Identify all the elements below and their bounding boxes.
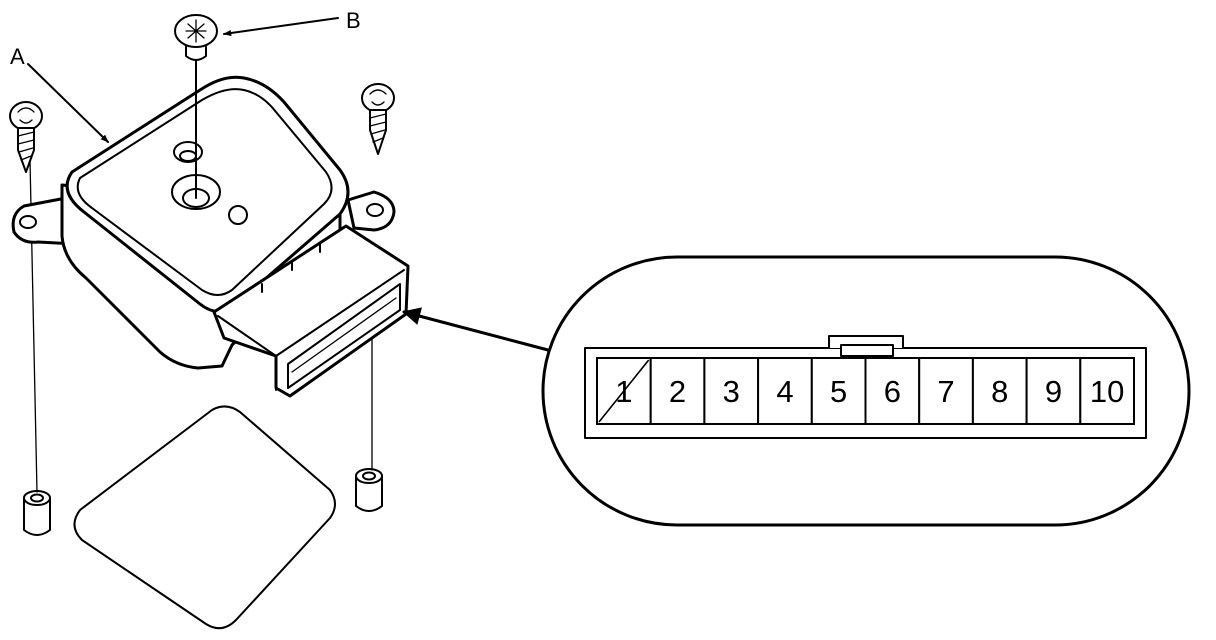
pin-cell-9: 9 — [1025, 357, 1082, 425]
srs-unit — [11, 75, 410, 398]
leader-a — [27, 63, 109, 143]
pin-number-6: 6 — [884, 374, 901, 409]
pin-number-4: 4 — [776, 374, 793, 409]
screw-right — [361, 83, 395, 155]
pin-cell-4: 4 — [757, 357, 813, 425]
pin-cell-7: 7 — [918, 357, 974, 425]
pin-cell-10: 10 — [1079, 357, 1136, 425]
pin-number-8: 8 — [991, 374, 1008, 409]
pin-number-10: 10 — [1090, 374, 1124, 409]
pin-cell-5: 5 — [810, 357, 867, 425]
pin-number-3: 3 — [723, 374, 740, 409]
pin-number-5: 5 — [830, 374, 847, 409]
screw-b — [174, 14, 218, 199]
detail-arrow — [402, 307, 550, 352]
pin-cell-1: 1 — [596, 357, 652, 425]
pin-cell-8: 8 — [971, 357, 1028, 425]
pin-cell-3: 3 — [703, 357, 760, 425]
leader-b — [223, 17, 339, 37]
pin-cell-6: 6 — [864, 357, 921, 425]
unused-pin-slash — [598, 359, 650, 423]
pin-cell-2: 2 — [649, 357, 706, 425]
label-a: A — [10, 44, 25, 69]
pin-number-2: 2 — [669, 374, 686, 409]
connector-detail-view: 1 2 3 4 5 6 7 8 9 10 — [541, 255, 1191, 527]
pin-number-1: 1 — [615, 374, 632, 409]
screw-left — [9, 101, 43, 173]
label-b: B — [346, 8, 361, 33]
sleeve-left — [23, 490, 51, 536]
sleeve-right — [355, 468, 383, 512]
gasket — [73, 405, 336, 630]
pin-number-7: 7 — [937, 374, 954, 409]
pin-cells: 1 2 3 4 5 6 7 8 9 10 — [596, 357, 1136, 425]
pin-number-9: 9 — [1045, 374, 1062, 409]
